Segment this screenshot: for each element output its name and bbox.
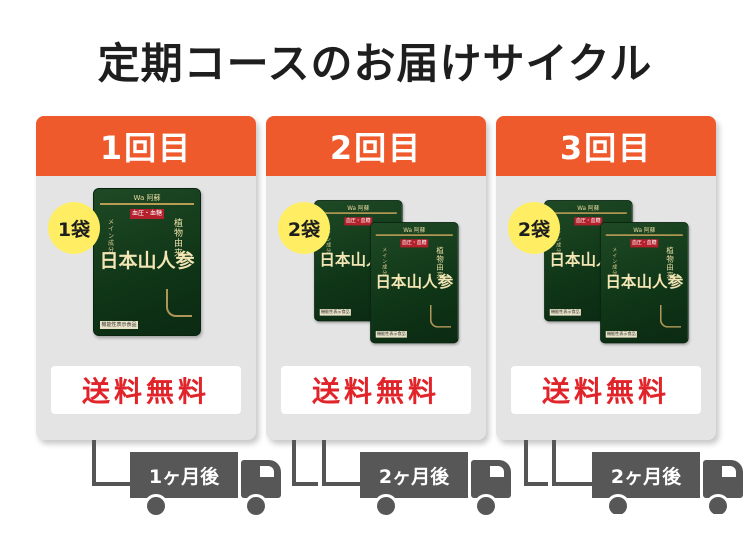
- product-maker: Wa 阿蘇: [133, 194, 161, 202]
- timeline-connector: [552, 440, 596, 486]
- delivery-round-label: 2回目: [266, 116, 486, 176]
- delivery-round-label: 1回目: [36, 116, 256, 176]
- free-shipping-label: 送料無料: [51, 366, 241, 414]
- ginseng-root-icon: [429, 304, 452, 328]
- product-pack-image: Wa 阿蘇 血圧・血糖 植物由来 メイン成分 日本山人参 機能性表示食品: [93, 188, 201, 336]
- timeline-connector: [92, 440, 134, 486]
- ginseng-root-icon: [166, 289, 192, 317]
- timeline-connector: [524, 440, 548, 486]
- truck-icon: [471, 460, 511, 498]
- truck-icon: [703, 460, 743, 498]
- product-name: 日本山人参: [99, 250, 195, 272]
- delivery-truck-1: 1ヶ月後: [130, 452, 285, 518]
- free-shipping-label: 送料無料: [511, 366, 701, 414]
- product-pack-image: Wa 阿蘇 血圧・血糖 植物由来 メイン成分 日本山人参 機能性表示食品: [370, 222, 459, 344]
- interval-label: 2ヶ月後: [360, 452, 468, 498]
- quantity-badge: 2袋: [508, 202, 560, 254]
- timeline-connector: [292, 440, 318, 486]
- product-pack-image: Wa 阿蘇 血圧・血糖 植物由来 メイン成分 日本山人参 機能性表示食品: [600, 222, 689, 344]
- product-catch: メイン成分: [108, 219, 115, 254]
- free-shipping-label: 送料無料: [281, 366, 471, 414]
- truck-icon: [241, 460, 281, 498]
- product-label: 機能性表示食品: [100, 321, 138, 329]
- delivery-round-label: 3回目: [496, 116, 716, 176]
- timeline-connector: [322, 440, 364, 486]
- delivery-card-3: 3回目 2袋 Wa 阿蘇 血圧・血糖 植物由来 メイン成分 日本山人参 機能性表…: [496, 116, 716, 440]
- quantity-badge: 2袋: [278, 202, 330, 254]
- page-title: 定期コースのお届けサイクル: [97, 39, 653, 88]
- delivery-card-1: 1回目 1袋 Wa 阿蘇 血圧・血糖 植物由来 メイン成分 日本山人参 機能性表…: [36, 116, 256, 440]
- delivery-card-2: 2回目 2袋 Wa 阿蘇 血圧・血糖 植物由来 メイン成分 日本山人参 機能性表…: [266, 116, 486, 440]
- product-tag: 血圧・血糖: [130, 209, 164, 219]
- product-subtitle: 植物由来: [174, 219, 184, 259]
- interval-label: 2ヶ月後: [592, 452, 700, 498]
- delivery-truck-2: 2ヶ月後: [360, 452, 515, 518]
- ginseng-root-icon: [659, 304, 682, 328]
- quantity-badge: 1袋: [48, 202, 100, 254]
- interval-label: 1ヶ月後: [130, 452, 238, 498]
- delivery-truck-3: 2ヶ月後: [592, 452, 750, 514]
